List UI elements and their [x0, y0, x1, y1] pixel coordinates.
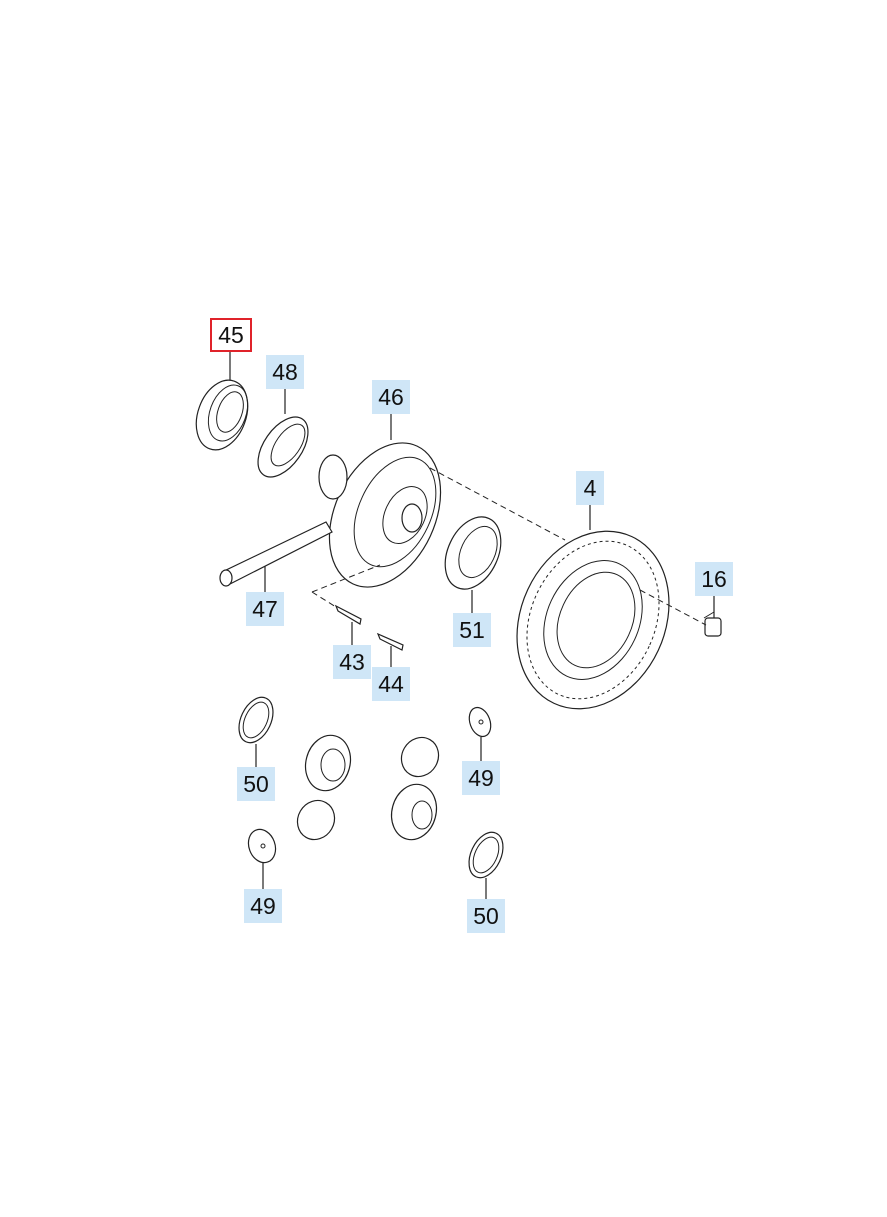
pinion-gear-upper[interactable] [394, 731, 445, 784]
callout-48[interactable]: 48 [266, 355, 304, 389]
assembly-line-bolt [639, 589, 707, 626]
part-50-washer-right[interactable] [462, 827, 509, 883]
callout-46[interactable]: 46 [372, 380, 410, 414]
part-49-washer-left[interactable] [244, 826, 280, 867]
part-48-speedometer-gear[interactable] [248, 408, 318, 485]
callout-51[interactable]: 51 [453, 613, 491, 647]
callout-44[interactable]: 44 [372, 667, 410, 701]
leader-lines [229, 352, 715, 899]
part-47-pinion-shaft[interactable] [219, 521, 333, 587]
part-50-washer-left[interactable] [232, 692, 279, 748]
part-46-differential-case[interactable] [308, 425, 463, 605]
part-4-ring-gear[interactable] [489, 506, 697, 734]
part-51-bearing[interactable] [434, 508, 511, 598]
assembly-line-pin [311, 564, 381, 593]
callout-49-right[interactable]: 49 [462, 761, 500, 795]
callout-49-left[interactable]: 49 [244, 889, 282, 923]
part-43-pin[interactable] [334, 604, 362, 625]
part-44-pin[interactable] [376, 632, 404, 651]
part-45-bearing[interactable] [187, 373, 257, 457]
pinion-gear-lower[interactable] [290, 794, 341, 847]
callout-50-left[interactable]: 50 [237, 767, 275, 801]
part-16-bolt[interactable] [703, 611, 722, 637]
callout-43[interactable]: 43 [333, 645, 371, 679]
assembly-line-case-to-ring [429, 467, 566, 541]
side-gear-right[interactable] [386, 779, 443, 844]
callout-45[interactable]: 45 [210, 318, 252, 352]
assembly-line-pin-43 [311, 591, 337, 608]
part-49-washer-right[interactable] [465, 704, 494, 739]
callout-4[interactable]: 4 [576, 471, 604, 505]
callout-47[interactable]: 47 [246, 592, 284, 626]
side-gear-left[interactable] [300, 730, 357, 795]
callout-50-right[interactable]: 50 [467, 899, 505, 933]
callout-16[interactable]: 16 [695, 562, 733, 596]
